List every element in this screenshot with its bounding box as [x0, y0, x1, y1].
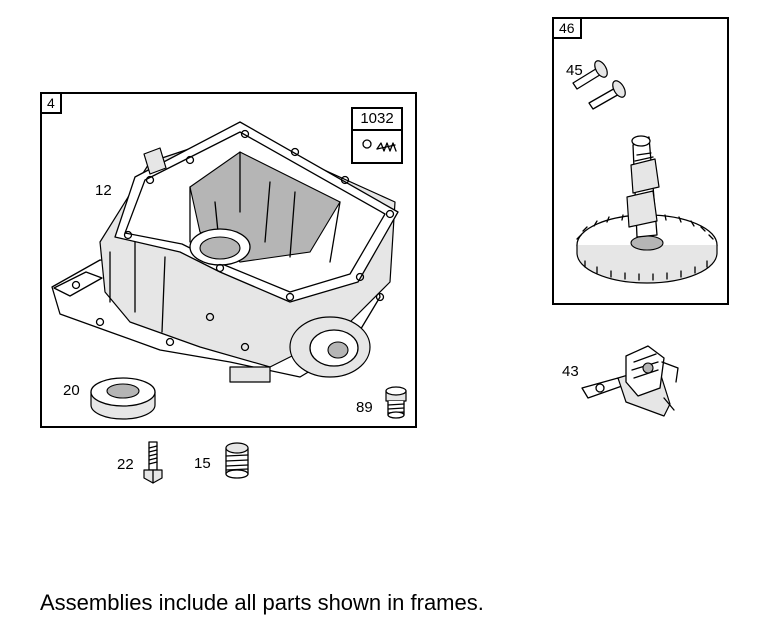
callout-plug-15: 15: [194, 455, 211, 472]
pin-lower: [588, 80, 626, 110]
plug-89-drawing: [385, 386, 407, 419]
pins-45-drawing: [572, 60, 626, 110]
callout-governor-43: 43: [562, 363, 579, 380]
spring-icon: [376, 142, 397, 152]
callout-gasket-12: 12: [95, 182, 112, 199]
governor-bracket-drawing: [581, 345, 679, 417]
plug-15-drawing: [225, 442, 249, 479]
callout-plug-89: 89: [356, 399, 373, 416]
footer-note: Assemblies include all parts shown in fr…: [40, 590, 484, 615]
oil-seal-drawing: [90, 377, 156, 420]
callout-oil-seal-20: 20: [63, 382, 80, 399]
kit-1032-tag: 1032: [353, 109, 401, 131]
kit-1032-parts-drawing: [362, 139, 397, 152]
pin-upper: [572, 60, 608, 90]
kit-1032-frame: 1032: [351, 107, 403, 164]
sump-frame-tag: 4: [42, 94, 62, 114]
bolt-22-drawing: [143, 441, 163, 484]
callout-pin-45: 45: [566, 62, 583, 79]
sump-casting-drawing: [51, 121, 399, 383]
callout-bolt-22: 22: [117, 456, 134, 473]
camshaft-gear-drawing: [576, 135, 718, 284]
camshaft-frame-tag: 46: [554, 19, 582, 39]
